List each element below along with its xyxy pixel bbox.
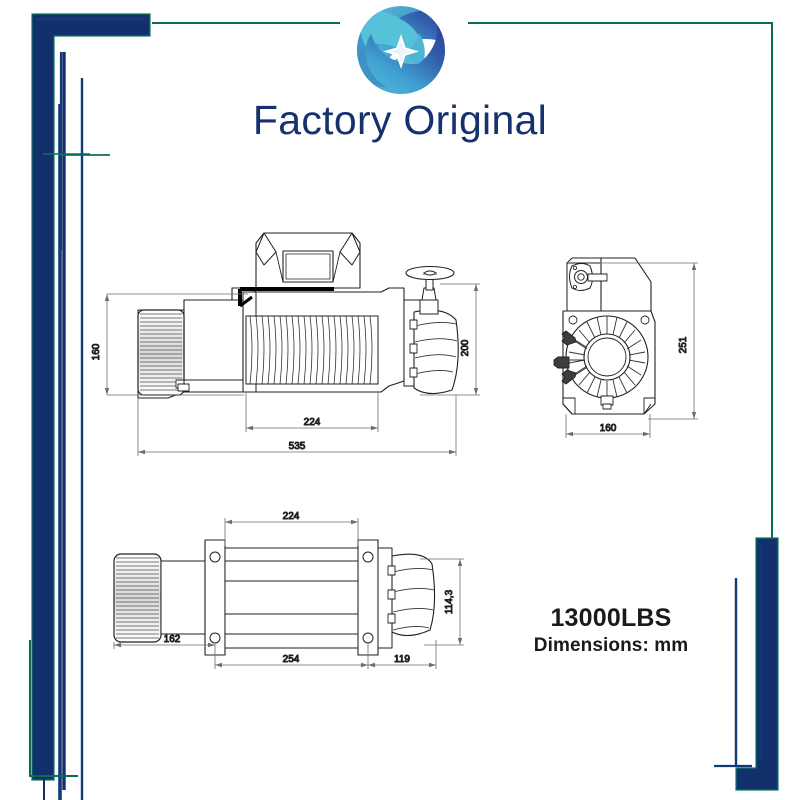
top-rule-right: [468, 22, 773, 560]
front-control-box: [255, 232, 361, 289]
dim-label-top-254: 254: [283, 654, 300, 665]
dim-top-224: [224, 518, 359, 546]
front-elevation-view: 160 200 224 535: [91, 232, 480, 456]
side-terminal-posts: [553, 330, 587, 385]
dim-top-162: [113, 642, 215, 649]
top-plan-view: 224 114,3 162 254: [113, 511, 464, 669]
dim-label-top-119: 119: [394, 654, 410, 665]
model-rating-label: 13000LBS: [550, 604, 672, 632]
dim-label-side-160: 160: [600, 423, 617, 434]
dim-label-front-200: 200: [460, 339, 471, 356]
dim-label-side-251: 251: [678, 336, 689, 353]
front-cable-drum: [245, 315, 379, 385]
dim-front-535: [137, 395, 457, 456]
spec-block: 13000LBS Dimensions: mm: [505, 604, 717, 658]
dim-label-front-224: 224: [304, 417, 321, 428]
side-elevation-view: 251 160: [553, 257, 698, 438]
dim-label-top-224: 224: [283, 511, 300, 522]
dim-label-front-535: 535: [289, 441, 306, 452]
dim-top-119: [368, 640, 437, 669]
dim-label-top-1143: 114,3: [444, 589, 455, 614]
accent-lines-left: [60, 78, 110, 800]
dim-side-251: [600, 262, 698, 420]
dim-label-top-162: 162: [164, 634, 181, 645]
corner-crosshair-top-left: [43, 52, 90, 800]
dim-front-224: [245, 392, 379, 432]
corner-decoration-bottom-left: [29, 640, 78, 777]
dim-front-160: [104, 293, 248, 396]
front-cable-highlight: [238, 287, 334, 306]
dim-label-front-160: 160: [91, 343, 102, 360]
units-note-label: Dimensions: mm: [533, 634, 689, 656]
dim-front-200: [420, 283, 480, 396]
front-motor-housing: [137, 299, 244, 399]
front-clutch-assembly: [403, 265, 459, 395]
corner-decoration-bottom-right: [714, 537, 779, 791]
dim-top-1143: [420, 558, 464, 646]
page-title: Factory Original: [252, 97, 548, 143]
dim-side-160: [565, 414, 651, 438]
